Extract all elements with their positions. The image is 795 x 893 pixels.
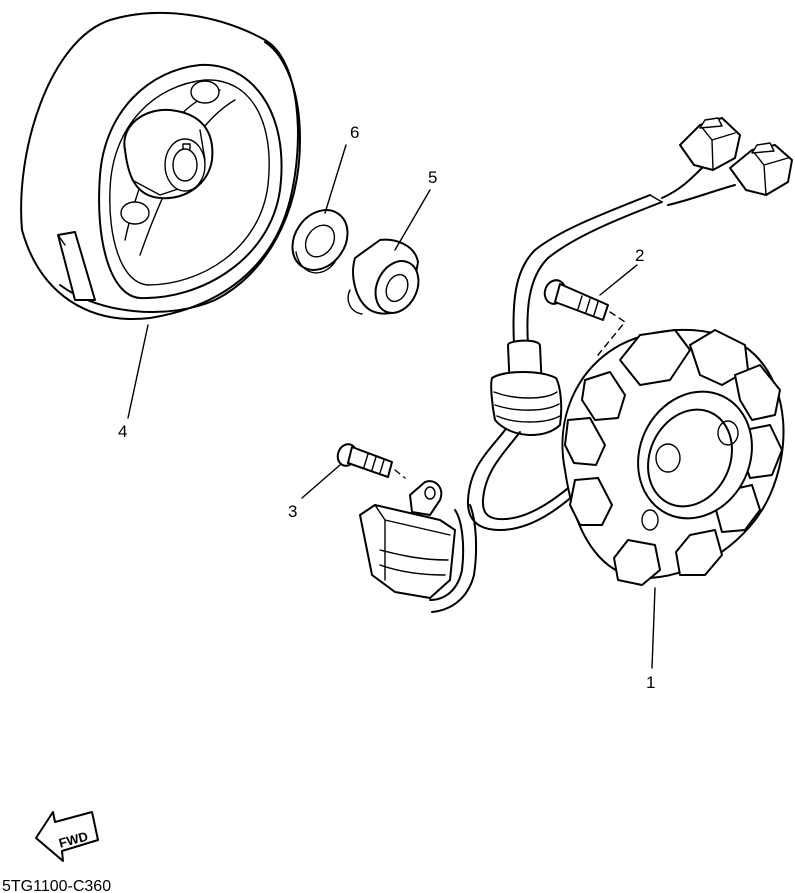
- fwd-arrow-icon: FWD: [35, 811, 99, 862]
- part-1-stator: [561, 328, 785, 586]
- callout-3: 3: [288, 502, 297, 521]
- callout-4: 4: [118, 422, 127, 441]
- part-3-screw: [336, 443, 406, 479]
- callout-1: 1: [646, 673, 655, 692]
- callout-2: 2: [635, 246, 644, 265]
- fwd-label: FWD: [57, 829, 89, 851]
- part-6-washer: [291, 209, 349, 274]
- diagram-code: 5TG1100-C360: [2, 878, 111, 893]
- part-5-collar: [347, 238, 420, 315]
- callout-leaders: [127, 144, 656, 669]
- part-4-flywheel-rotor: [20, 11, 301, 320]
- callout-6: 6: [350, 123, 359, 142]
- part-2-screw: [543, 279, 626, 366]
- wiring-harness: [429, 117, 793, 613]
- callout-5: 5: [428, 168, 437, 187]
- pickup-coil: [359, 480, 456, 599]
